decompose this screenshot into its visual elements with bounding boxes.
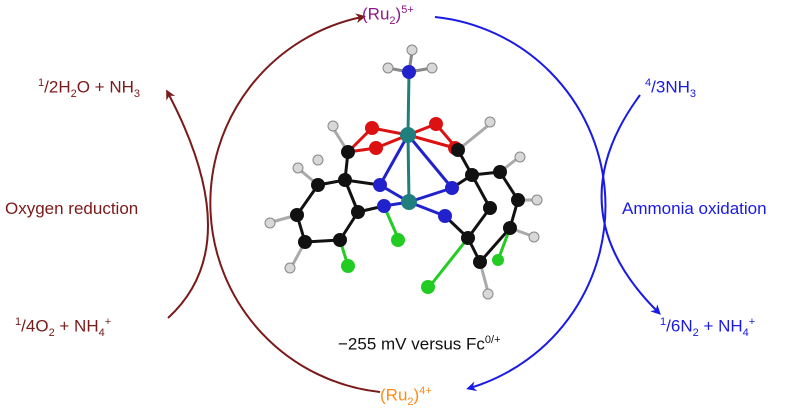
ru2-4plus-label: (Ru2)4+: [380, 385, 432, 409]
ammonia-oxidation-label: Ammonia oxidation: [622, 199, 767, 218]
ammonia-side-arrow: [600, 94, 661, 315]
molecule-atoms: [264, 44, 543, 300]
water-ammonia-product-label: 1/2H2O + NH3: [38, 77, 141, 101]
nitrogen-ammonium-product-label: 1/6N2 + NH4+: [660, 316, 756, 340]
oxygen-ammonium-reactant-label: 1/4O2 + NH4+: [15, 316, 112, 340]
ammonia-oxidation-arc: [434, 16, 607, 392]
oxygen-reduction-arc: [209, 13, 381, 393]
potential-label: −255 mV versus Fc0/+: [338, 334, 501, 354]
oxygen-reduction-label: Oxygen reduction: [5, 199, 139, 218]
ammonia-reactant-label: 4/3NH3: [645, 77, 697, 101]
ru2-5plus-label: (Ru2)5+: [362, 4, 414, 28]
oxygen-side-arrow: [166, 89, 209, 319]
